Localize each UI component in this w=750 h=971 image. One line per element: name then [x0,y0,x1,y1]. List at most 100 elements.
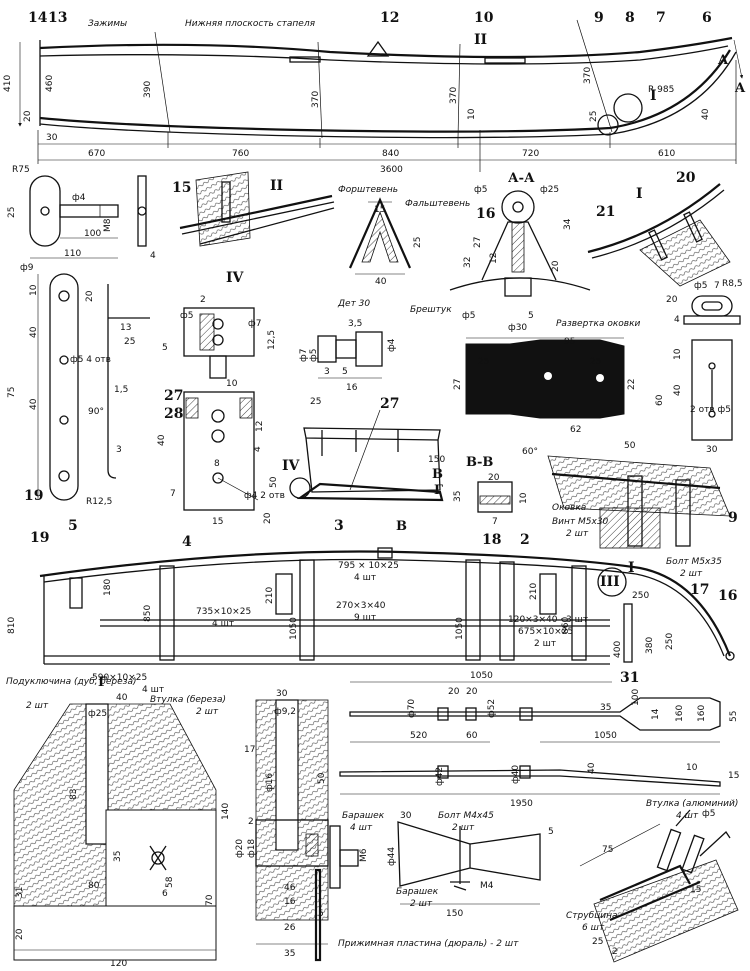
fs-d1050b: 1050 [455,617,465,640]
ca-d15: 15 [690,885,701,895]
frame-line-1 [154,31,171,133]
aa-d32: 32 [463,257,473,268]
iv-d2: 2 [200,295,206,305]
clamp-bolt-part: R75 ф4 М8 25 100 110 4 [7,165,156,261]
fs-spec2: 270×3×40 [336,601,386,611]
iso-d150: 150 [428,455,445,465]
strap-holes: ф5 4 отв [70,355,111,365]
tube-d20: ф20 [235,839,245,858]
strap-d20: 20 [85,290,95,302]
dim-20: 20 [23,110,33,122]
oar-d1050a: 1050 [470,671,493,681]
oar-d1950: 1950 [510,799,533,809]
fit-d30: 30 [706,445,718,455]
p30-d16: 16 [346,383,358,393]
stub-label: Струбцина [566,911,618,921]
section-AA: А-А ф5 ф25 16 34 27 32 12 20 ф5 ф30 5 Бр… [410,171,591,333]
section-BB-title: В-В [466,455,493,470]
bolt-label: Болт М5х35 [666,557,722,567]
fit-d20: 20 [666,295,678,305]
fs-spec1-qty: 4 шт [354,573,376,583]
tube-plate-label: Прижимная пластина (дюраль) - 2 шт [338,939,519,949]
p30-d5: ф5 [309,349,319,362]
strap-d10: 10 [29,284,39,296]
ol-d58: 58 [165,876,175,888]
fit-holes: 2 отв ф5 [690,405,731,415]
detail-II: II [179,171,335,247]
callout-12: 12 [380,10,399,26]
hull-texts: 14 13 Зажимы Нижняя плоскость стапеля 12… [3,10,746,196]
oarlock-gusset: Г Подуключина (дуб, береза) 2 шт 40 ф25 … [6,675,231,969]
okovka-label: Оковка [552,503,586,513]
gunwale-line [39,36,733,59]
oar-d60: 60 [466,731,478,741]
ca-d25: 25 [592,937,603,947]
detail-II-title: II [270,178,283,194]
callout-21: 21 [596,204,615,220]
bb-d7: 7 [492,517,498,527]
tube-d46: 46 [284,883,296,893]
bolt-assy-qty: 2 шт [452,823,475,833]
oar-d70: ф70 [407,699,417,718]
ol-bush-label: Втулка (береза) [150,695,226,705]
breshtuk-label: Брештук [410,305,452,315]
callout-14: 14 [28,10,48,26]
callout-3: 3 [334,518,344,534]
section-BB: В-В 20 35 10 7 [453,455,529,527]
aa-d27: 27 [473,237,483,248]
falsestem-label: Фальштевень [405,199,470,209]
sheathing-layout: Развертка оковки 95 25 25 27 22 62 60° 5… [453,319,641,457]
dim-40: 40 [701,108,711,120]
strap-angle: 90° [88,407,104,417]
oar-d100: 100 [631,689,641,706]
dim-370a: 370 [311,91,321,108]
strap-d13: 13 [120,323,131,333]
ba-d5: 5 [548,827,554,837]
lock-d12: 12 [255,421,265,432]
fit-d5: ф5 [694,281,707,291]
part30-title: Дет 30 [337,299,370,309]
dim-370b: 370 [449,87,459,104]
strap-d40b: 40 [29,398,39,410]
callout-7: 7 [656,10,666,26]
thumb-label: Барашек [342,811,385,821]
ol-d31: 31 [15,887,25,898]
dim-390: 390 [143,81,153,98]
sh-d22: 22 [627,379,637,390]
iv-d7: ф7 [248,319,261,329]
stem-d40: 40 [375,277,387,287]
strap-part-19: ф9 10 20 40 13 25 75 40 ф5 4 отв 1,5 90°… [7,263,150,507]
dim-30: 30 [46,133,58,143]
aa-d34: 34 [563,218,573,230]
clamp-block-2 [289,56,321,63]
fs-spec6-qty: 4 шт [142,685,164,695]
dim-460: 460 [45,75,55,92]
tube-d16b: 16 [284,897,296,907]
detail-IV: IV 2 ф5 5 ф7 12,5 10 [162,270,277,389]
thumb-qty: 4 шт [350,823,373,833]
oar-d20a: 20 [448,687,460,697]
part-30: Дет 30 3,5 ф4 ф7 ф5 3 5 16 [299,299,397,393]
sh-d50: 50 [624,441,636,451]
bb-d20: 20 [488,473,500,483]
iv-d10: 10 [226,379,238,389]
screw-qty: 2 шт [566,529,589,539]
dim-610: 610 [658,149,675,159]
clamps-label: Зажимы [88,19,127,29]
lock-d4: 4 [253,446,263,452]
detail-IV-title: IV [226,270,245,286]
aa-d5c: 5 [528,311,534,321]
oar-d52: ф52 [487,699,497,718]
oar-d40a: ф40 [511,765,521,784]
ca-d75: 75 [602,845,613,855]
clamp-assembly: Втулка (алюминий) 4 шт ф5 75 15 25 2 Стр… [566,799,739,963]
tube-d5: 5 [318,909,324,919]
callout-27b: 27 [380,396,399,412]
dim-370c: 370 [583,67,593,84]
fs-d210a: 210 [265,587,275,604]
ol-d20: 20 [15,928,25,940]
lock-d7: 7 [170,489,176,499]
lock-d20: 20 [263,512,273,524]
sh-d60: 60° [522,447,538,457]
sh-d62: 62 [570,425,581,435]
